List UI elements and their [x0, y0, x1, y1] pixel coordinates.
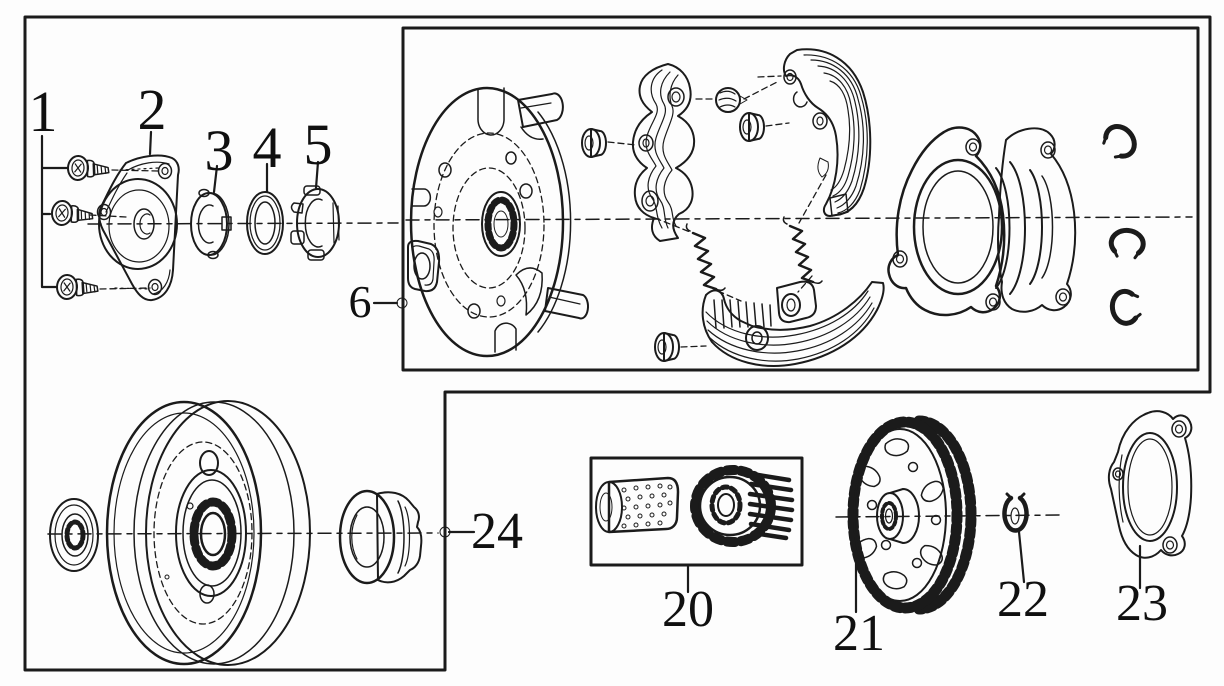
callout-label-2: 2 [137, 77, 167, 142]
final-driven-gear [847, 415, 977, 615]
callout-label-5: 5 [303, 112, 333, 177]
clutch-shoe-cam [631, 63, 696, 242]
clutch-shoe-lower [701, 280, 885, 367]
circlip [1002, 492, 1029, 533]
lock-nut [190, 188, 232, 260]
pinion-gear [690, 465, 795, 547]
kit-box [589, 456, 804, 567]
callout-label-20: 20 [662, 581, 714, 638]
callout-label-3: 3 [204, 118, 234, 183]
spring-seat-cone [695, 75, 782, 113]
clutch-drive-plate [407, 86, 589, 358]
centerlines [47, 216, 1193, 535]
callout-label-22: 22 [997, 571, 1049, 628]
clutch-assembly-box [401, 26, 1200, 372]
thrust-washer [246, 191, 284, 255]
end-cover-plate [1107, 410, 1193, 559]
callout-label-1: 1 [28, 79, 58, 144]
callout-label-21: 21 [833, 605, 885, 662]
clutch-shoe-upper [782, 48, 872, 217]
callout-leader-lines [40, 130, 1142, 614]
roller-cage [595, 476, 680, 534]
splined-washer [49, 498, 99, 572]
screw-set [49, 154, 159, 302]
bearing-housing [887, 126, 1077, 317]
callout-label-24: 24 [471, 503, 523, 560]
e-clips [1099, 121, 1144, 325]
page-border [23, 15, 1212, 672]
clutch-pivot-bushings [581, 112, 790, 362]
slotted-retainer [290, 185, 340, 261]
spacer-collar [338, 489, 423, 585]
callout-label-6: 6 [348, 276, 372, 327]
cover-plate [96, 154, 180, 302]
clutch-springs [654, 174, 827, 302]
callout-label-23: 23 [1116, 575, 1168, 632]
driven-pulley-drum [105, 400, 311, 666]
callout-label-4: 4 [252, 115, 282, 180]
